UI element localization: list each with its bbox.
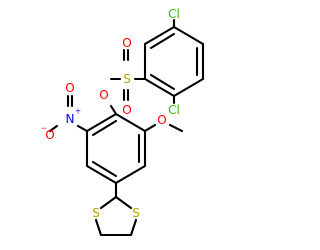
atom-cl-bottom: Cl bbox=[168, 103, 180, 117]
bond bbox=[114, 195, 133, 210]
bond bbox=[172, 77, 205, 98]
bond bbox=[143, 25, 176, 46]
atom-o-sulfonyl-left: O bbox=[122, 36, 131, 50]
bonds bbox=[48, 18, 205, 237]
atom-o-methoxy: O bbox=[157, 113, 166, 127]
bond bbox=[48, 124, 59, 133]
bond bbox=[149, 73, 176, 91]
molecule-diagram: Cl Cl S O O O N + O O − O S S bbox=[41, 7, 205, 237]
bond bbox=[85, 112, 118, 133]
atom-labels: Cl Cl S O O O N + O O − O S S bbox=[41, 7, 180, 220]
atom-s-sulfonyl: S bbox=[123, 72, 131, 86]
atom-o-nitro-double: O bbox=[65, 81, 74, 95]
atom-s-ring-left: S bbox=[92, 206, 100, 220]
bond bbox=[91, 119, 118, 137]
bond bbox=[91, 160, 118, 178]
atom-n-charge: + bbox=[75, 107, 81, 116]
bond bbox=[129, 218, 138, 237]
bond bbox=[85, 164, 118, 185]
atom-s-ring-right: S bbox=[132, 206, 140, 220]
atom-n-nitro: N bbox=[66, 112, 75, 126]
atom-o-minus-charge: − bbox=[41, 124, 47, 133]
atom-o-ester: O bbox=[99, 88, 108, 102]
bond bbox=[172, 25, 205, 46]
bond bbox=[168, 123, 184, 133]
bond bbox=[143, 123, 157, 133]
bond bbox=[109, 104, 118, 116]
bond bbox=[114, 164, 147, 185]
atom-o-nitro-minus: O bbox=[45, 128, 54, 142]
atom-o-sulfonyl-right: O bbox=[122, 103, 131, 117]
bond bbox=[149, 32, 176, 50]
atom-cl-top: Cl bbox=[168, 7, 180, 21]
bond bbox=[99, 195, 118, 210]
bond bbox=[76, 124, 89, 133]
bond bbox=[143, 77, 176, 98]
bond bbox=[114, 112, 147, 133]
bond bbox=[94, 218, 103, 237]
